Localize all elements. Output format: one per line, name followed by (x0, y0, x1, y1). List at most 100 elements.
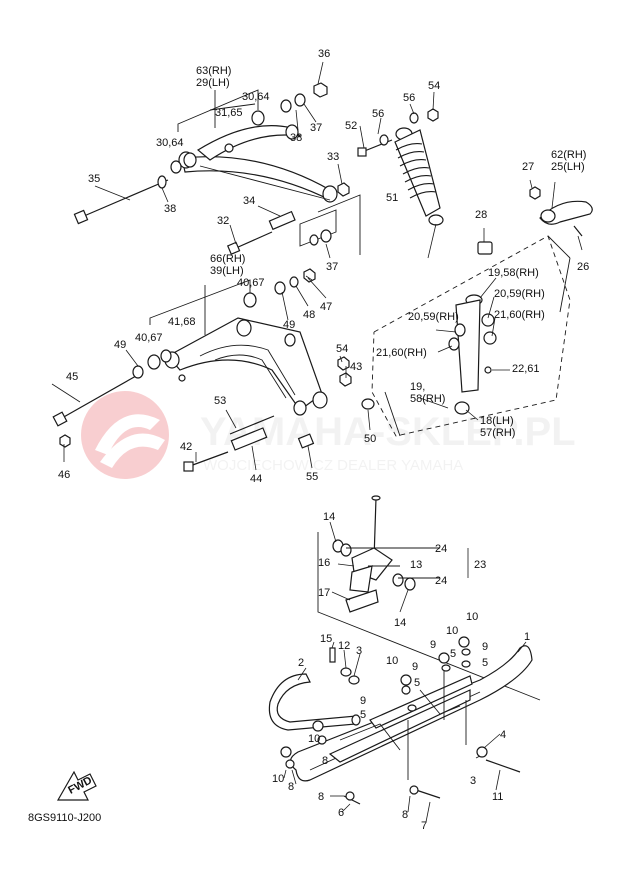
callout-labels: 36 63(RH) 29(LH) 30,64 31,65 30,64 54 56… (58, 48, 589, 832)
ski (289, 645, 533, 782)
callout-11: 11 (492, 791, 503, 803)
callout-17: 17 (318, 587, 330, 599)
callout-25-lh: 25(LH) (551, 161, 585, 173)
spindle-column (317, 495, 541, 701)
callout-33: 33 (327, 151, 339, 163)
callout-10-c: 10 (386, 655, 398, 667)
callout-21-60-left: 21,60(RH) (376, 347, 427, 359)
callout-6: 6 (338, 807, 344, 819)
callout-9-c: 9 (412, 661, 418, 673)
callout-43: 43 (350, 361, 362, 373)
callout-14-top: 14 (323, 511, 335, 523)
callout-50: 50 (364, 433, 376, 445)
callout-56-mid: 56 (372, 108, 384, 120)
callout-5-d: 5 (360, 709, 366, 721)
lower-bolts (52, 268, 375, 472)
callout-13: 13 (410, 559, 422, 571)
callout-26: 26 (577, 261, 589, 273)
callout-8-b: 8 (288, 781, 294, 793)
upper-bolts (73, 82, 350, 255)
callout-5-b: 5 (482, 657, 488, 669)
callout-29-lh: 29(LH) (196, 77, 230, 89)
callout-56-top: 56 (403, 92, 415, 104)
watermark-logo (81, 391, 169, 479)
callout-7: 7 (421, 820, 427, 832)
steering-arm (529, 186, 593, 237)
callout-30-64-left: 30,64 (156, 137, 184, 149)
callout-51: 51 (386, 192, 398, 204)
callout-16: 16 (318, 557, 330, 569)
callout-37-low: 37 (326, 261, 338, 273)
callout-45: 45 (66, 371, 78, 383)
callout-24-low: 24 (435, 575, 447, 587)
leader-lines (51, 61, 583, 823)
group-brackets (149, 89, 361, 335)
callout-54-top: 54 (428, 80, 440, 92)
callout-41-68: 41,68 (168, 316, 196, 328)
diagram-code: 8GS9110-J200 (28, 812, 102, 824)
callout-19-58-rh: 19,58(RH) (488, 267, 539, 279)
callout-19: 19, (410, 381, 425, 393)
fwd-arrow: FWD (56, 770, 97, 801)
callout-9-d: 9 (360, 695, 366, 707)
shock-absorber (357, 108, 444, 226)
watermark: YAMAHA-SKLEP.PL WOJCIECHOWICZ DEALER YAM… (81, 391, 576, 479)
callout-5-c: 5 (414, 677, 420, 689)
callout-14-low: 14 (394, 617, 406, 629)
callout-10-a: 10 (466, 611, 478, 623)
callout-12: 12 (338, 640, 350, 652)
callout-3-top: 3 (356, 645, 362, 657)
callout-58-rh: 58(RH) (410, 393, 445, 405)
callout-5-a: 5 (450, 648, 456, 660)
callout-27: 27 (522, 161, 534, 173)
callout-2: 2 (298, 657, 304, 669)
callout-10-b: 10 (446, 625, 458, 637)
callout-30-64-top: 30,64 (242, 91, 270, 103)
ski-fasteners (280, 636, 521, 805)
callout-54-low: 54 (336, 343, 348, 355)
callout-34: 34 (243, 195, 255, 207)
callout-35: 35 (88, 173, 100, 185)
lower-arm (164, 317, 328, 416)
ski-handle (268, 673, 361, 731)
callout-47: 47 (320, 301, 332, 313)
callout-10-d: 10 (308, 733, 320, 745)
callout-22-61: 22,61 (512, 363, 540, 375)
callout-49-right: 49 (283, 319, 295, 331)
callout-55: 55 (306, 471, 318, 483)
callout-9-b: 9 (482, 641, 488, 653)
callout-15: 15 (320, 633, 332, 645)
callout-52: 52 (345, 120, 357, 132)
callout-8-d: 8 (402, 809, 408, 821)
callout-40-67-top: 40,67 (237, 277, 265, 289)
callout-48: 48 (303, 309, 315, 321)
callout-9-a: 9 (430, 639, 436, 651)
callout-21-60-right: 21,60(RH) (494, 309, 545, 321)
callout-46: 46 (58, 469, 70, 481)
callout-62-rh: 62(RH) (551, 149, 586, 161)
callout-4: 4 (500, 729, 506, 741)
callout-63-rh: 63(RH) (196, 65, 231, 77)
callout-23: 23 (474, 559, 486, 571)
callout-10-e: 10 (272, 773, 284, 785)
callout-28: 28 (475, 209, 487, 221)
callout-42: 42 (180, 441, 192, 453)
callout-44: 44 (250, 473, 262, 485)
callout-20-59-left: 20,59(RH) (408, 311, 459, 323)
watermark-dealer: WOJCIECHOWICZ DEALER YAMAHA (203, 457, 463, 474)
callout-57-rh: 57(RH) (480, 427, 515, 439)
callout-66-rh: 66(RH) (210, 253, 245, 265)
callout-49-left: 49 (114, 339, 126, 351)
callout-31-65: 31,65 (215, 107, 243, 119)
callout-32: 32 (217, 215, 229, 227)
callout-38-top: 38 (290, 132, 302, 144)
callout-40-67-left: 40,67 (135, 332, 163, 344)
callout-8-a: 8 (322, 755, 328, 767)
spindle-dashed-box (371, 235, 571, 437)
callout-1: 1 (524, 631, 530, 643)
callout-20-59-right: 20,59(RH) (494, 288, 545, 300)
callout-18-lh: 18(LH) (480, 415, 514, 427)
callout-3-low: 3 (470, 775, 476, 787)
callout-36: 36 (318, 48, 330, 60)
